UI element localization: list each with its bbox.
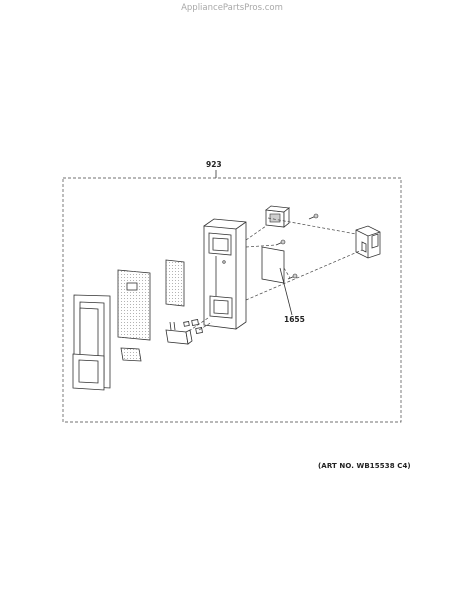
connector-clips (183, 319, 203, 334)
screw-middle (275, 239, 286, 246)
control-panel-housing (203, 218, 247, 330)
site-watermark: AppliancePartsPros.com (181, 3, 283, 13)
assembly-boundary (62, 177, 402, 423)
callout-label-1655[interactable]: 1655 (284, 315, 305, 324)
art-number: (ART NO. WB15538 C4) (318, 462, 411, 470)
callout-label-923[interactable]: 923 (206, 160, 222, 169)
plug-module (165, 321, 193, 345)
callout-leader-1655 (279, 267, 293, 316)
screw-top (308, 213, 319, 220)
membrane-panel (117, 269, 151, 341)
screw-lower (287, 273, 298, 280)
assembly-guide-lines (188, 217, 363, 332)
door-latch-bracket (355, 225, 381, 259)
bottom-trim-frame (72, 353, 105, 391)
small-pad (120, 347, 142, 362)
insulation-sheet (165, 259, 185, 307)
display-module (264, 205, 291, 228)
circuit-board-1655[interactable] (261, 246, 285, 284)
